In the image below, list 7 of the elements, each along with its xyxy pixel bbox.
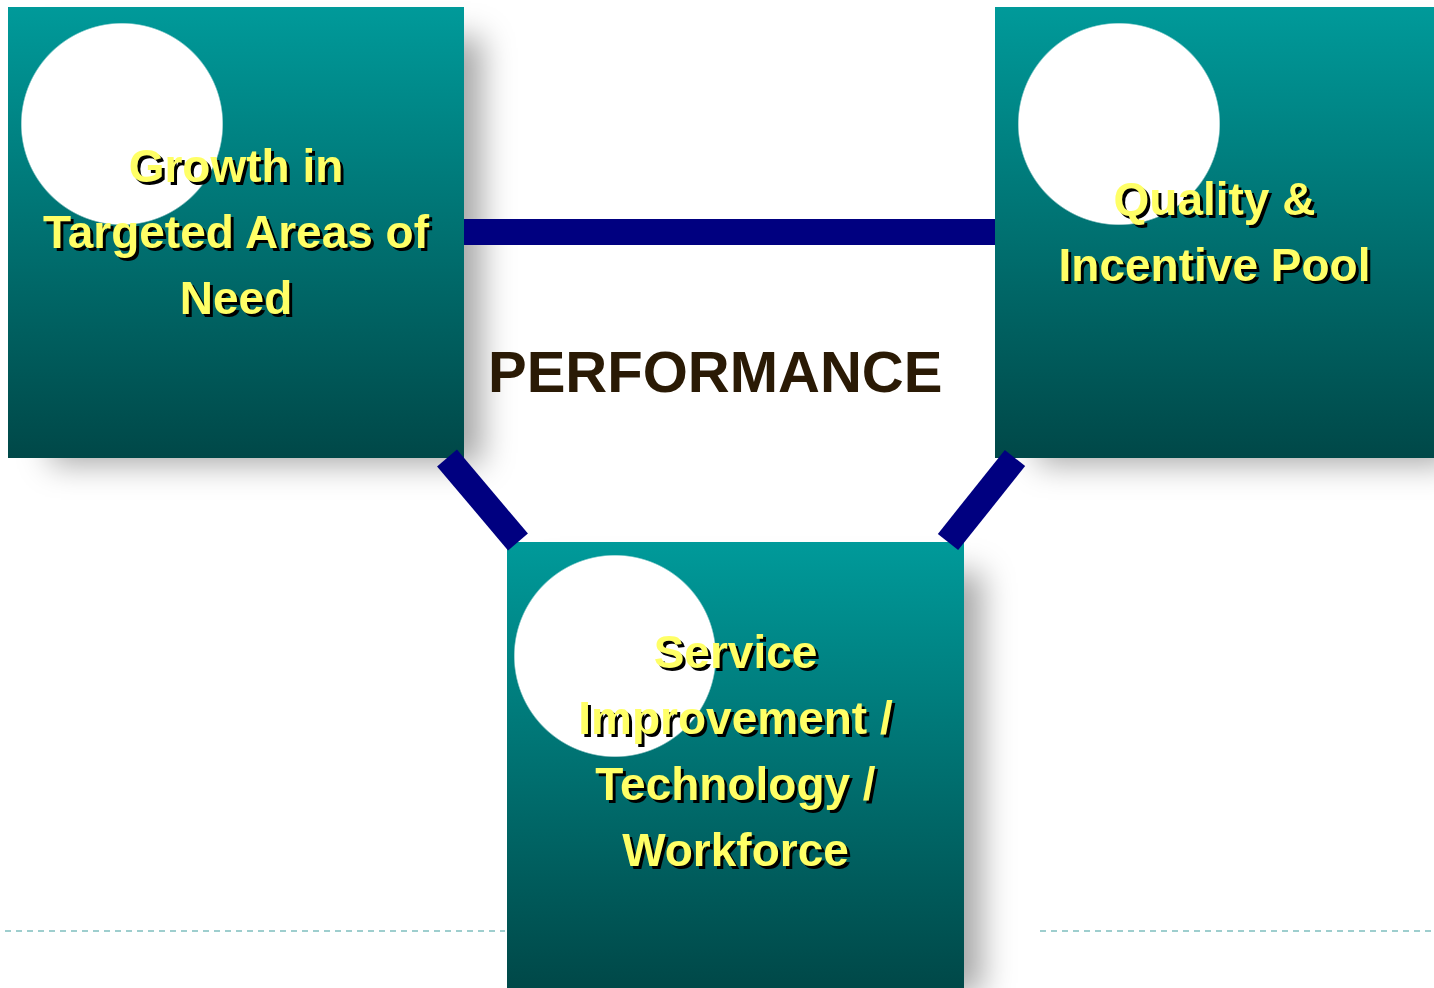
center-label: PERFORMANCE — [488, 338, 943, 405]
gradient-box — [995, 7, 1434, 458]
connector-line — [437, 449, 528, 551]
connector-line — [937, 449, 1026, 551]
connector-line — [464, 219, 995, 245]
gradient-box — [8, 7, 464, 458]
gradient-box — [507, 542, 964, 988]
